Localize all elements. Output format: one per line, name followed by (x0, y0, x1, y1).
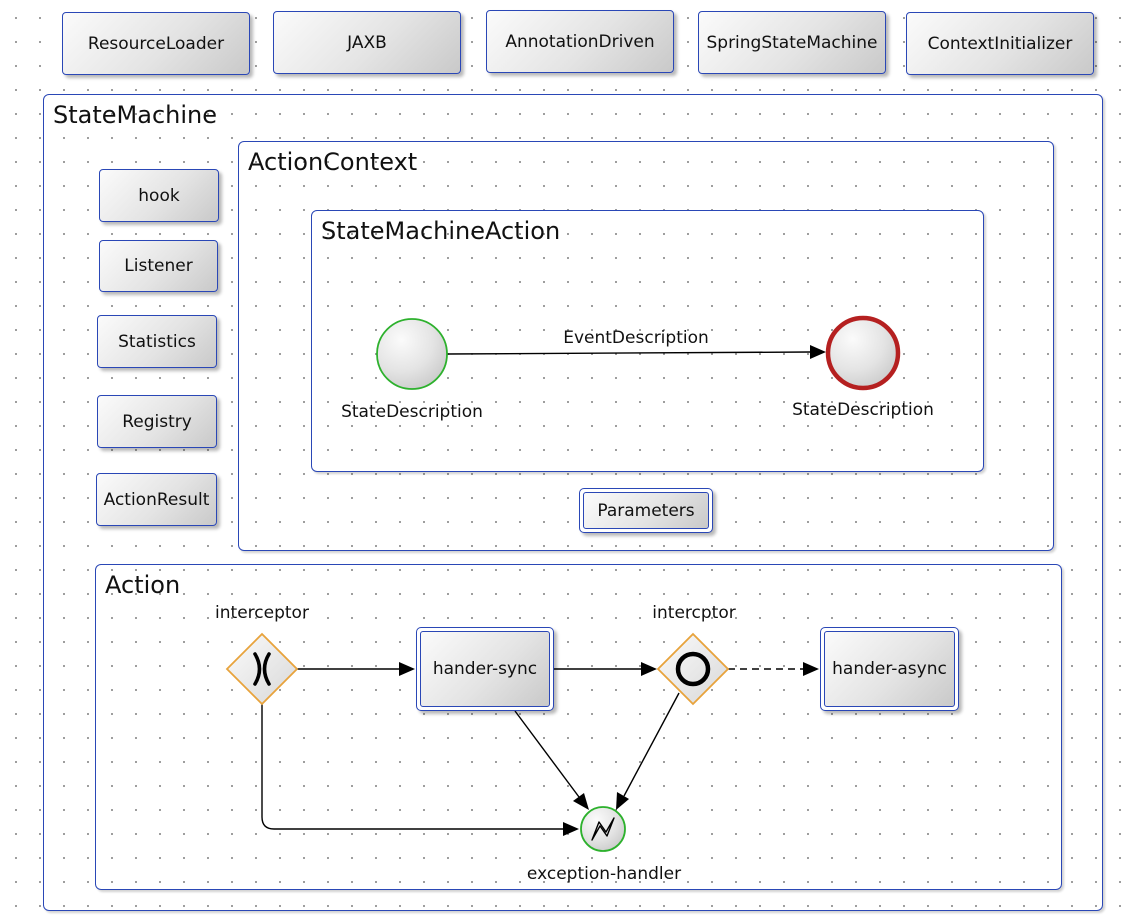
hander-sync-label: hander-sync (432, 659, 538, 679)
exception-handler-event[interactable] (580, 806, 626, 852)
spring-state-machine-box[interactable]: SpringStateMachine (698, 11, 886, 74)
end-state-event[interactable] (825, 315, 901, 391)
hander-async-label: hander-async (832, 659, 947, 679)
inclusive-gateway-circle-icon (675, 651, 711, 687)
action-pool[interactable]: Action (95, 564, 1062, 890)
exception-handler-label: exception-handler (526, 864, 682, 884)
hander-async-inner: hander-async (824, 631, 955, 707)
parameters-inner: Parameters (583, 492, 709, 529)
registry-label: Registry (122, 411, 192, 432)
context-initializer-box[interactable]: ContextInitializer (906, 12, 1094, 75)
flow-sync-to-exception-arrow (573, 793, 589, 810)
parameters-label: Parameters (597, 500, 695, 521)
state-machine-action-pool[interactable]: StateMachineAction (311, 210, 984, 472)
flow-gateway2-to-exception[interactable] (623, 692, 680, 797)
hook-label: hook (138, 185, 180, 206)
state-machine-pool[interactable]: StateMachine (43, 94, 1103, 911)
flow-gateway1-to-exception[interactable] (261, 704, 563, 830)
state-machine-action-title: StateMachineAction (321, 217, 561, 245)
exclusive-gateway-x-icon (253, 652, 271, 686)
flow-sync-to-exception[interactable] (514, 710, 580, 798)
context-initializer-label: ContextInitializer (927, 33, 1073, 54)
hook-box[interactable]: hook (99, 169, 219, 222)
parameters-box[interactable]: Parameters (579, 488, 713, 533)
flow-gateway1-to-exception-arrow (563, 822, 579, 836)
flow-gateway2-to-async-arrow (803, 662, 819, 676)
jaxb-label: JAXB (347, 32, 387, 53)
end-state-label: StateDescription (792, 400, 934, 420)
hander-sync-inner: hander-sync (420, 631, 550, 707)
action-context-pool[interactable]: ActionContext (238, 141, 1054, 551)
listener-box[interactable]: Listener (99, 240, 218, 292)
statistics-box[interactable]: Statistics (97, 315, 217, 368)
jaxb-box[interactable]: JAXB (273, 11, 461, 74)
resource-loader-box[interactable]: ResourceLoader (62, 12, 250, 75)
registry-box[interactable]: Registry (97, 395, 217, 448)
listener-label: Listener (124, 256, 193, 276)
inclusive-gateway-intercptor[interactable] (656, 632, 730, 706)
state-machine-title: StateMachine (53, 101, 217, 129)
start-state-event[interactable] (376, 318, 448, 390)
resource-loader-label: ResourceLoader (87, 33, 225, 54)
flow-sync-to-gateway2-arrow (641, 662, 657, 676)
error-bolt-icon (591, 817, 615, 841)
statistics-label: Statistics (118, 331, 196, 352)
gateway2-label: intercptor (652, 603, 736, 623)
transition-label: EventDescription (563, 328, 709, 348)
action-result-box[interactable]: ActionResult (96, 473, 217, 526)
event-transition-arrowhead (810, 345, 826, 359)
start-state-label: StateDescription (341, 402, 483, 422)
spring-state-machine-label: SpringStateMachine (706, 32, 878, 53)
flow-gateway1-to-sync-arrow (399, 662, 415, 676)
action-result-label: ActionResult (103, 489, 210, 510)
hander-async-task[interactable]: hander-async (820, 627, 959, 711)
action-context-title: ActionContext (248, 148, 418, 176)
gateway1-label: interceptor (215, 603, 309, 623)
action-title: Action (105, 571, 181, 599)
annotation-driven-box[interactable]: AnnotationDriven (486, 10, 674, 73)
flow-gateway2-to-exception-arrow (616, 792, 629, 810)
annotation-driven-label: AnnotationDriven (505, 31, 655, 52)
hander-sync-task[interactable]: hander-sync (416, 627, 554, 711)
event-transition[interactable] (446, 351, 811, 355)
exclusive-gateway-interceptor[interactable] (225, 632, 299, 706)
